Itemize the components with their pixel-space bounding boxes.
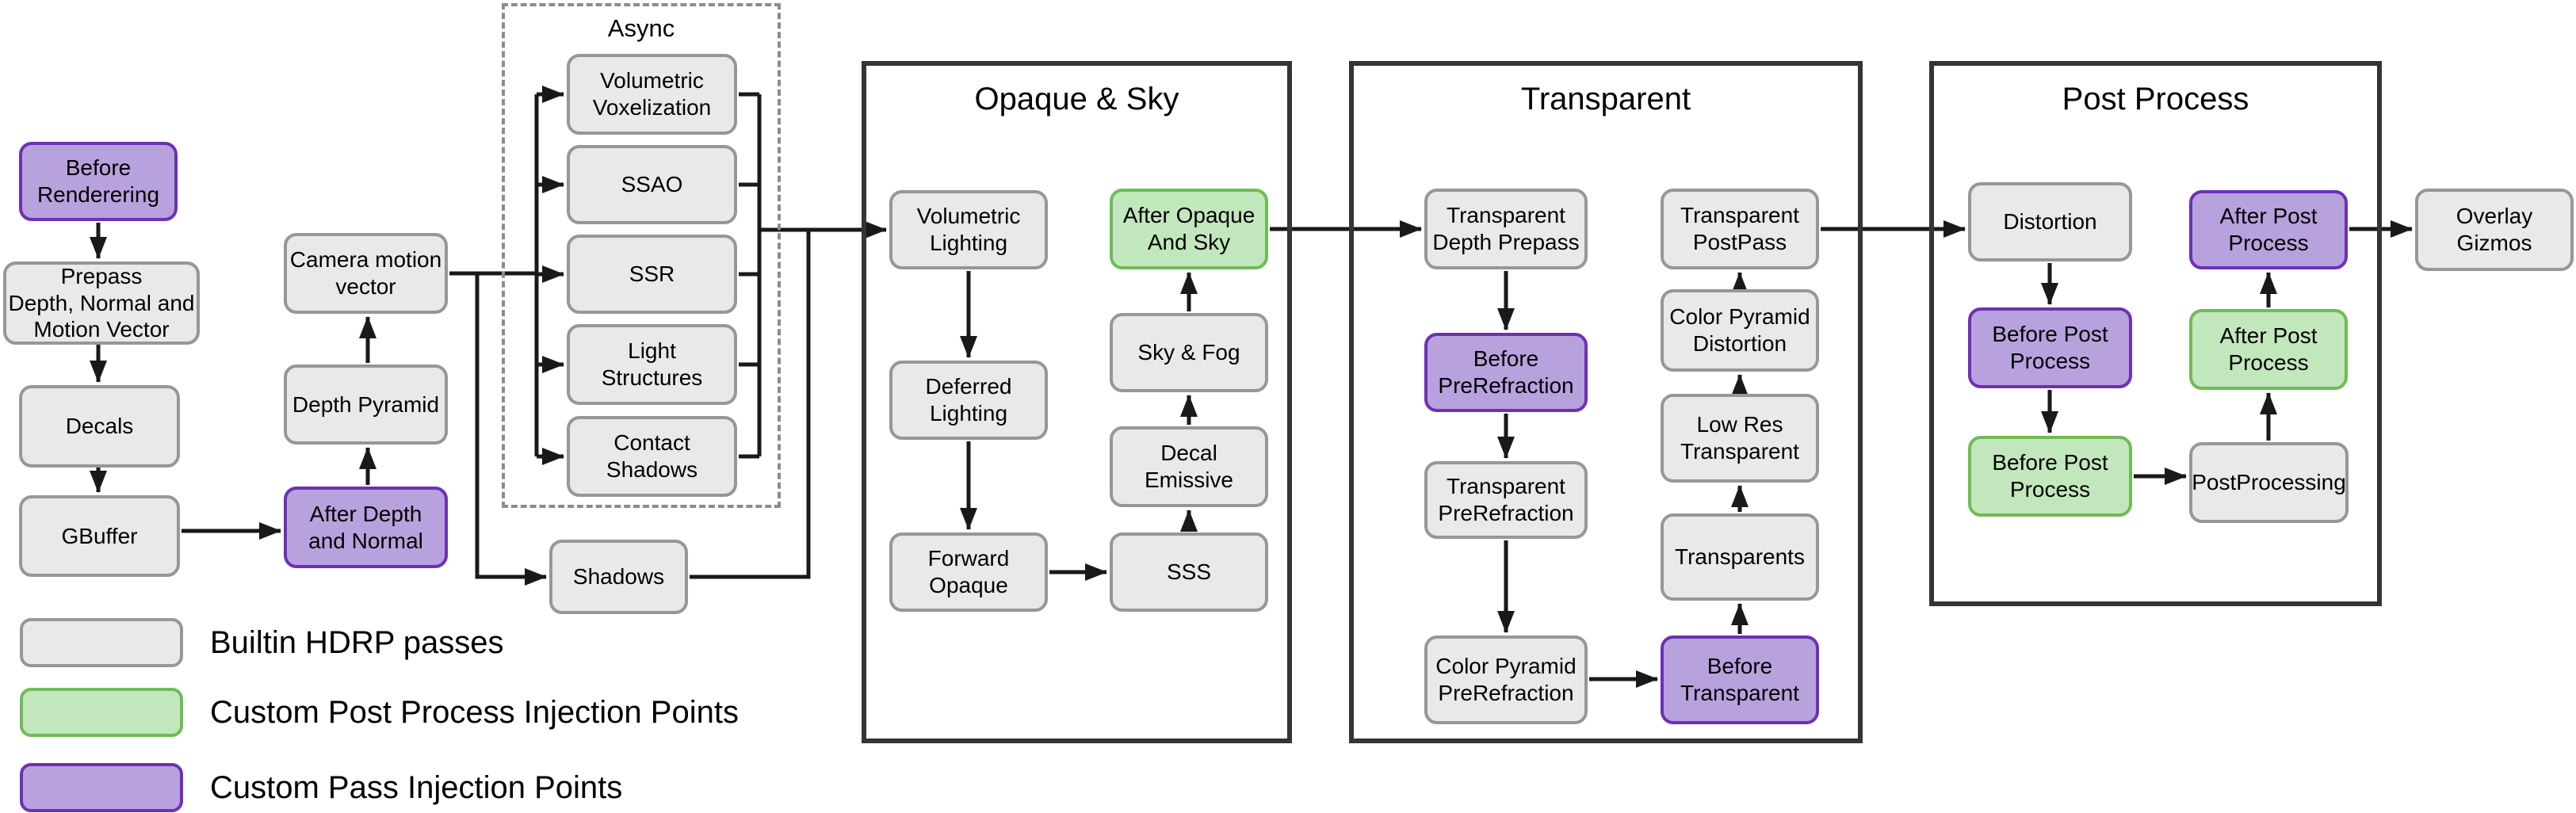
group-post-process: Post Process <box>1929 61 2382 606</box>
node-before-post-process-purple: Before Post Process <box>1968 307 2132 388</box>
node-deferred-lighting: Deferred Lighting <box>889 361 1048 440</box>
node-after-depth-and-normal: After Depth and Normal <box>284 487 448 568</box>
node-before-post-process-green: Before Post Process <box>1968 436 2132 517</box>
group-title-post-process: Post Process <box>2062 82 2249 116</box>
node-color-pyramid-prerefraction: Color Pyramid PreRefraction <box>1424 636 1588 724</box>
node-sky-and-fog: Sky & Fog <box>1110 313 1268 392</box>
node-camera-motion-vector: Camera motion vector <box>284 233 448 314</box>
node-sss: SSS <box>1110 532 1268 612</box>
legend-item-green: Custom Post Process Injection Points <box>20 688 739 737</box>
node-transparent-postpass: Transparent PostPass <box>1661 189 1819 269</box>
legend-swatch-green <box>20 688 183 737</box>
node-after-post-process-green: After Post Process <box>2189 309 2348 390</box>
node-color-pyramid-distortion: Color Pyramid Distortion <box>1661 289 1819 372</box>
node-before-transparent: Before Transparent <box>1661 636 1819 724</box>
node-shadows: Shadows <box>549 540 688 614</box>
node-prepass-depth-normal-motion: Prepass Depth, Normal and Motion Vector <box>3 261 200 345</box>
edge-21 <box>690 230 811 579</box>
group-async: Async <box>502 3 781 508</box>
node-transparent-prerefraction: Transparent PreRefraction <box>1424 461 1588 539</box>
group-title-transparent: Transparent <box>1520 82 1691 116</box>
node-contact-shadows: Contact Shadows <box>567 416 737 497</box>
legend-label: Custom Post Process Injection Points <box>210 694 739 730</box>
node-gbuffer: GBuffer <box>19 495 180 577</box>
node-depth-pyramid: Depth Pyramid <box>284 365 448 445</box>
group-transparent: Transparent <box>1349 61 1863 743</box>
node-volumetric-voxelization: Volumetric Voxelization <box>567 54 737 135</box>
legend-swatch-purple <box>20 763 183 812</box>
node-postprocessing: PostProcessing <box>2189 442 2349 523</box>
node-decal-emissive: Decal Emissive <box>1110 426 1268 507</box>
legend-item-gray: Builtin HDRP passes <box>20 618 504 667</box>
node-transparent-depth-prepass: Transparent Depth Prepass <box>1424 189 1588 269</box>
group-title-opaque-and-sky: Opaque & Sky <box>974 82 1179 116</box>
node-distortion: Distortion <box>1968 182 2132 261</box>
node-light-structures: Light Structures <box>567 324 737 405</box>
group-title-async: Async <box>607 14 675 42</box>
node-volumetric-lighting: Volumetric Lighting <box>889 190 1048 269</box>
node-ssao: SSAO <box>567 145 737 224</box>
node-ssr: SSR <box>567 235 737 314</box>
legend-label: Builtin HDRP passes <box>210 624 504 660</box>
group-opaque-and-sky: Opaque & Sky <box>862 61 1292 743</box>
node-transparents: Transparents <box>1661 513 1819 601</box>
edge-7 <box>475 273 547 586</box>
node-forward-opaque: Forward Opaque <box>889 532 1048 612</box>
node-decals: Decals <box>19 385 180 468</box>
legend-label: Custom Pass Injection Points <box>210 769 623 805</box>
node-low-res-transparent: Low Res Transparent <box>1661 394 1819 483</box>
node-after-opaque-and-sky: After Opaque And Sky <box>1110 189 1268 269</box>
node-overlay-gizmos: Overlay Gizmos <box>2415 189 2574 271</box>
legend-item-purple: Custom Pass Injection Points <box>20 763 622 812</box>
node-before-prerefraction: Before PreRefraction <box>1424 333 1588 412</box>
legend-swatch-gray <box>20 618 183 667</box>
node-after-post-process-purple: After Post Process <box>2189 190 2348 269</box>
node-before-rendering: Before Renderering <box>19 142 178 221</box>
